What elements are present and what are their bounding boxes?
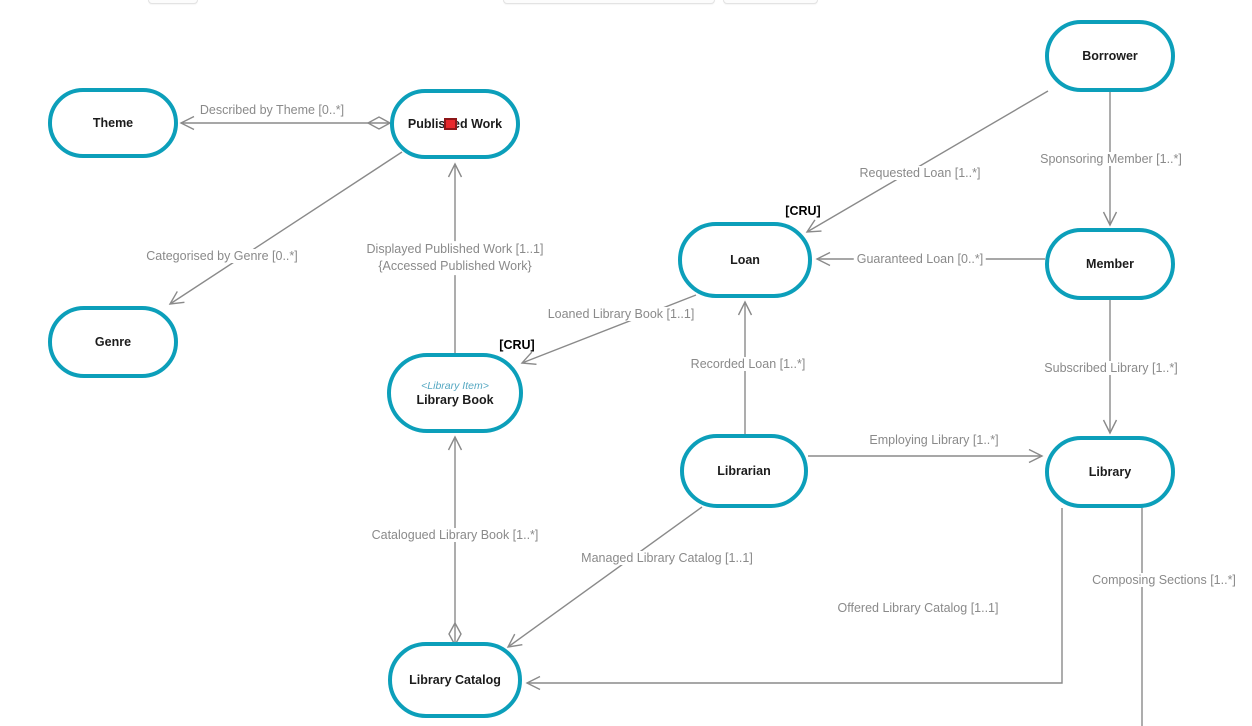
edge-requested-loan[interactable] [805, 90, 1049, 233]
entity-node-member[interactable]: Member [1045, 228, 1175, 300]
edge-label-catalogued-library-book[interactable]: Catalogued Library Book [1..*] [368, 528, 542, 542]
entity-label: Librarian [717, 464, 771, 478]
access-rights-badge-library-book: [CRU] [499, 338, 535, 352]
edge-label-displayed-published-work[interactable]: Displayed Published Work [1..1] {Accesse… [363, 241, 547, 275]
edge-label-offered-library-catalog[interactable]: Offered Library Catalog [1..1] [834, 601, 1002, 615]
entity-label: Library Book [416, 392, 494, 407]
entity-label: Theme [92, 116, 134, 130]
entity-label: Member [1086, 257, 1134, 271]
edge-label-employing-library[interactable]: Employing Library [1..*] [866, 433, 1002, 447]
edge-managed-library-catalog[interactable] [506, 506, 703, 648]
access-rights-badge-loan: [CRU] [785, 204, 821, 218]
entity-node-theme[interactable]: Theme [48, 88, 178, 158]
edge-label-text: Displayed Published Work [1..1] [366, 242, 544, 257]
entity-node-library-catalog[interactable]: Library Catalog [388, 642, 522, 718]
entity-node-library-book[interactable]: <Library Item> Library Book [387, 353, 523, 433]
edge-label-guaranteed-loan[interactable]: Guaranteed Loan [0..*] [853, 252, 987, 266]
edge-label-loaned-library-book[interactable]: Loaned Library Book [1..1] [544, 307, 698, 321]
entity-label: Genre [94, 335, 132, 349]
entity-label: Loan [730, 253, 760, 267]
edge-categorised-by-genre[interactable] [168, 151, 403, 305]
entity-node-library[interactable]: Library [1045, 436, 1175, 508]
edge-label-composing-sections[interactable]: Composing Sections [1..*] [1089, 573, 1239, 587]
edge-loaned-library-book[interactable] [520, 294, 697, 366]
entity-node-loan[interactable]: Loan [678, 222, 812, 298]
edge-offered-library-catalog[interactable] [525, 508, 1063, 691]
edge-label-sponsoring-member[interactable]: Sponsoring Member [1..*] [1037, 152, 1185, 166]
entity-node-genre[interactable]: Genre [48, 306, 178, 378]
entity-label: Library Catalog [409, 673, 501, 687]
edge-label-recorded-loan[interactable]: Recorded Loan [1..*] [687, 357, 809, 371]
edge-label-requested-loan[interactable]: Requested Loan [1..*] [856, 166, 984, 180]
entity-node-borrower[interactable]: Borrower [1045, 20, 1175, 92]
edge-label-categorised-by-genre[interactable]: Categorised by Genre [0..*] [143, 249, 301, 263]
error-marker-icon [444, 118, 457, 130]
entity-label: Library [1088, 465, 1132, 479]
entity-label: Borrower [1082, 49, 1138, 63]
stereotype-label: <Library Item> [421, 379, 489, 392]
edge-label-managed-library-catalog[interactable]: Managed Library Catalog [1..1] [578, 551, 756, 565]
edge-label-subscribed-library[interactable]: Subscribed Library [1..*] [1041, 361, 1181, 375]
entity-node-librarian[interactable]: Librarian [680, 434, 808, 508]
edge-constraint-text: {Accessed Published Work} [378, 259, 532, 273]
edge-label-described-by-theme[interactable]: Described by Theme [0..*] [196, 103, 348, 117]
entity-node-published-work[interactable]: Published Work [390, 89, 520, 159]
